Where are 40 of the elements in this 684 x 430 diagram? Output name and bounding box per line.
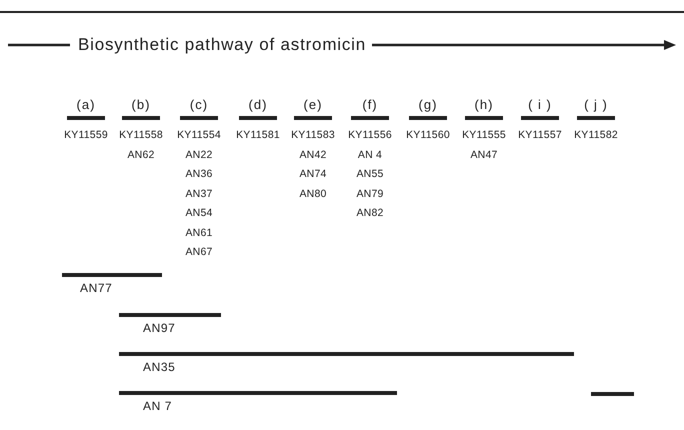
strain-label: AN36	[185, 169, 213, 180]
step-label: (d)	[248, 98, 268, 111]
strain-label: KY11555	[462, 130, 506, 140]
strain-label: AN22	[185, 150, 213, 160]
strain-label: KY11557	[518, 130, 562, 140]
step-label: (c)	[190, 98, 208, 111]
strain-label: KY11554	[177, 130, 221, 140]
step-label: ( i )	[528, 98, 552, 111]
strain-label: AN67	[185, 247, 213, 258]
strain-label: AN61	[185, 228, 213, 238]
strain-label: AN54	[185, 208, 213, 218]
step-label: (a)	[76, 98, 96, 111]
strain-label: KY11581	[236, 130, 280, 140]
strain-label: AN77	[80, 282, 112, 294]
step-label: ( j )	[584, 98, 608, 111]
strain-label: AN35	[143, 361, 176, 373]
step-label: (e)	[304, 98, 322, 111]
strain-label: KY11582	[574, 130, 618, 140]
strain-label: KY11560	[406, 130, 450, 140]
diagram-title: Biosynthetic pathway of astromicin	[78, 36, 366, 53]
step-label: (g)	[418, 98, 438, 111]
strain-label: AN79	[356, 188, 384, 199]
strain-label: AN42	[299, 150, 327, 160]
strain-label: AN37	[185, 188, 213, 199]
strain-label: AN62	[127, 150, 155, 160]
strain-label: KY11583	[291, 130, 335, 140]
step-label: (h)	[474, 98, 494, 111]
strain-label: KY11556	[348, 130, 392, 140]
strain-label: KY11558	[119, 130, 163, 140]
step-label: (b)	[132, 98, 150, 111]
strain-label: AN47	[470, 150, 498, 160]
strain-label: KY11559	[64, 130, 108, 140]
step-label: (f)	[362, 98, 378, 111]
strain-label: AN 7	[143, 400, 172, 412]
strain-label: AN55	[356, 169, 384, 180]
strain-label: AN82	[356, 208, 384, 218]
strain-label: AN97	[143, 322, 176, 334]
strain-label: AN74	[299, 169, 327, 180]
strain-label: AN80	[299, 188, 327, 199]
strain-label: AN 4	[358, 150, 382, 160]
